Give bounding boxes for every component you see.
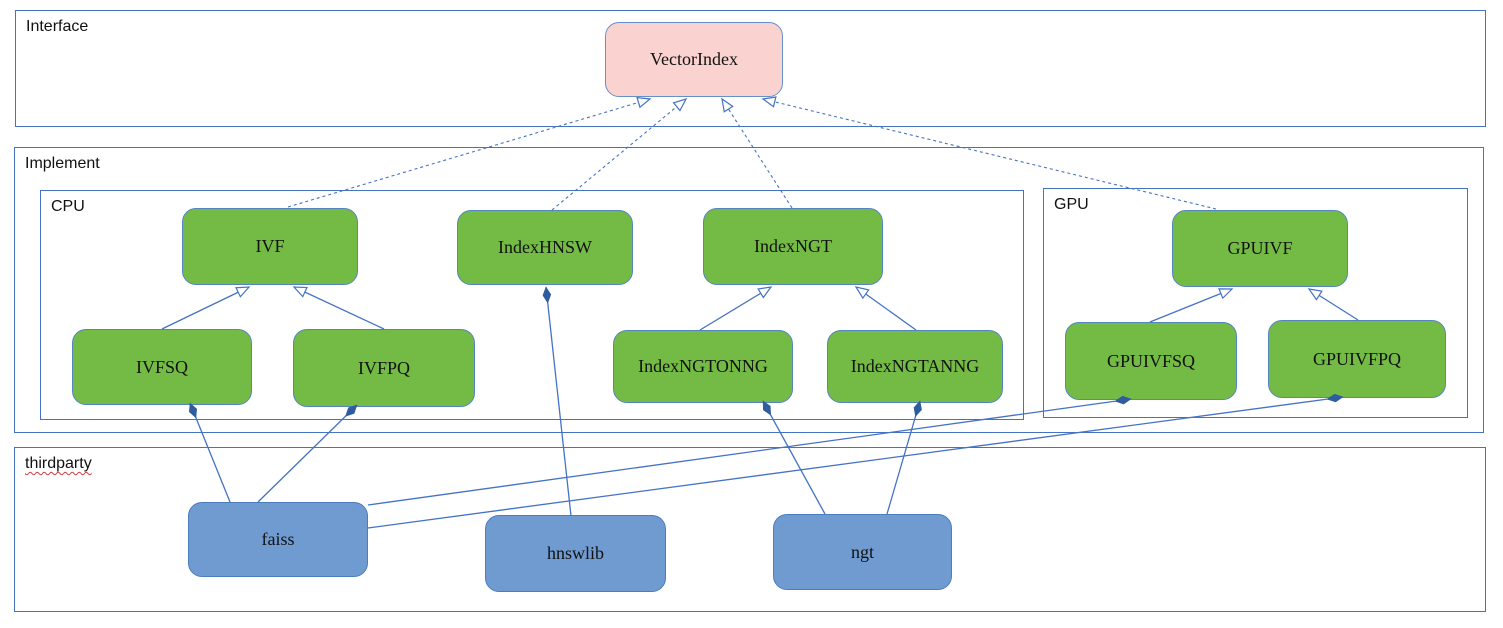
node-gpuivfsq-label: GPUIVFSQ: [1106, 350, 1196, 371]
node-indexngt-label: IndexNGT: [754, 236, 832, 256]
node-ngt-label: ngt: [850, 541, 874, 562]
node-gpuivfsq: GPUIVFSQ: [1065, 322, 1237, 400]
node-indexngtanng: IndexNGTANNG: [827, 330, 1003, 403]
node-vectorindex-label: VectorIndex: [650, 49, 738, 69]
node-faiss-label: faiss: [261, 529, 295, 549]
node-ivfsq-label: IVFSQ: [135, 356, 188, 377]
node-gpuivf-label: GPUIVF: [1227, 238, 1293, 258]
container-implement-label: Implement: [25, 155, 100, 172]
node-indexngtonng-label: IndexNGTONNG: [638, 356, 768, 376]
node-gpuivf: GPUIVF: [1172, 210, 1348, 287]
node-gpuivfpq-label: GPUIVFPQ: [1312, 348, 1402, 369]
node-indexngt: IndexNGT: [703, 208, 883, 285]
node-indexhnsw-label: IndexHNSW: [498, 237, 592, 257]
node-ivfsq: IVFSQ: [72, 329, 252, 405]
node-indexngtanng-label: IndexNGTANNG: [850, 356, 980, 376]
container-gpu-label: GPU: [1054, 196, 1089, 213]
node-indexhnsw: IndexHNSW: [457, 210, 633, 285]
container-cpu-label: CPU: [51, 198, 85, 215]
node-ivfpq: IVFPQ: [293, 329, 475, 407]
node-ngt: ngt: [773, 514, 952, 590]
node-ivf: IVF: [182, 208, 358, 285]
node-ivfpq-label: IVFPQ: [357, 357, 410, 378]
node-faiss: faiss: [188, 502, 368, 577]
node-vectorindex: VectorIndex: [605, 22, 783, 97]
container-interface-label: Interface: [26, 18, 89, 35]
node-ivf-label: IVF: [255, 236, 285, 256]
container-thirdparty-label: thirdparty: [25, 455, 92, 472]
node-hnswlib-label: hnswlib: [546, 543, 604, 563]
node-indexngtonng: IndexNGTONNG: [613, 330, 793, 403]
node-gpuivfpq: GPUIVFPQ: [1268, 320, 1446, 398]
node-hnswlib: hnswlib: [485, 515, 666, 592]
